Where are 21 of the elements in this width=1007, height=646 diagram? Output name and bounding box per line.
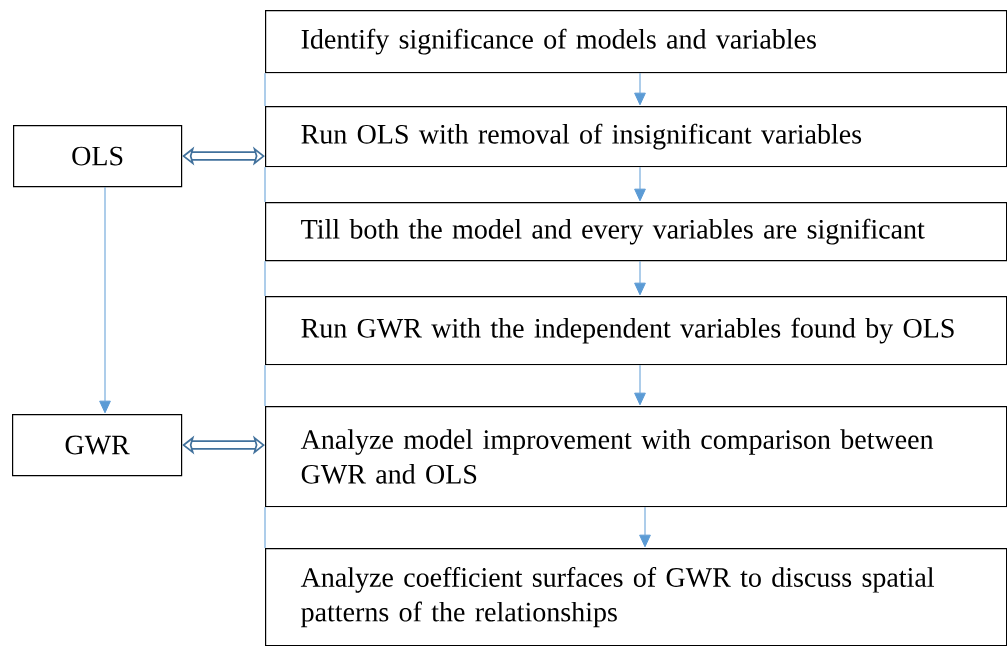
connector-line <box>264 364 266 407</box>
connector-line <box>264 166 266 203</box>
arrow <box>634 260 646 296</box>
connector-line <box>264 72 266 107</box>
arrow <box>634 72 646 106</box>
step-box: Till both the model and every variables are significant <box>265 202 1007 262</box>
connector-line <box>264 506 266 549</box>
step-box: Analyze coefficient surfaces of GWR to discuss spatial patterns of the relationships <box>265 548 1007 646</box>
step-box: Run OLS with removal of insignificant variables <box>265 106 1007 168</box>
arrow <box>639 506 651 548</box>
arrow <box>99 186 111 414</box>
step-box: Analyze model improvement with comparison between GWR and OLS <box>265 406 1007 508</box>
double-arrow <box>182 435 265 455</box>
arrow <box>634 166 646 202</box>
arrow <box>634 364 646 406</box>
step-box: Identify significance of models and variables <box>265 10 1007 74</box>
method-box: OLS <box>13 125 183 188</box>
step-box: Run GWR with the independent variables found by OLS <box>265 296 1007 366</box>
connector-line <box>264 260 266 297</box>
double-arrow <box>182 146 265 166</box>
method-box: GWR <box>12 414 183 477</box>
